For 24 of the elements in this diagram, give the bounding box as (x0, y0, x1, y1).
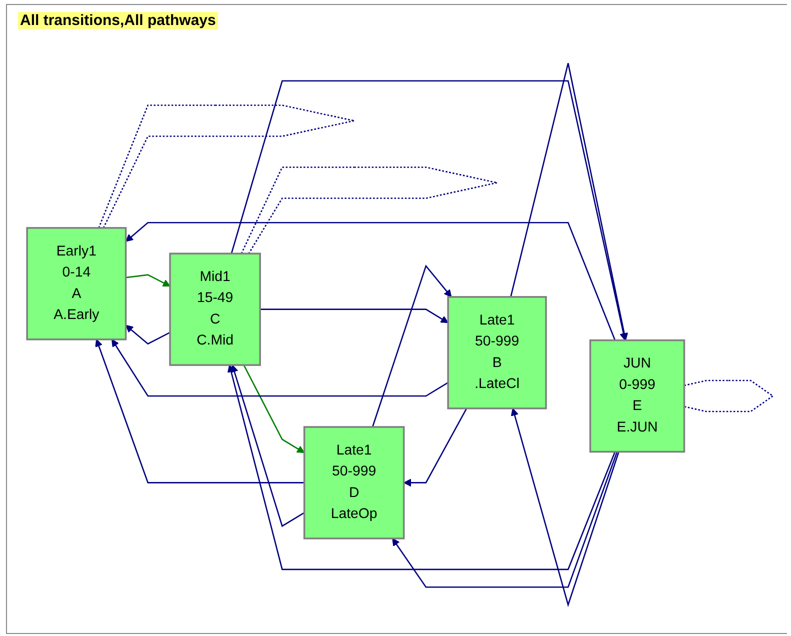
arrow (126, 274, 170, 287)
arrow (125, 324, 170, 345)
connector (240, 166, 498, 254)
node-box: Late1 50-999 D LateOp (303, 426, 405, 540)
connector (684, 380, 774, 412)
node-box: Early1 0-14 A A.Early (26, 227, 127, 340)
diagram-title: All transitions,All pathways (18, 12, 218, 29)
arrow (510, 62, 628, 341)
arrow (230, 364, 305, 528)
node-box: Late1 50-999 B .LateCl (447, 296, 547, 410)
arrow (125, 222, 616, 341)
arrow (392, 452, 618, 588)
arrow (230, 80, 628, 341)
arrow (510, 408, 620, 608)
node-box: Mid1 15-49 C C.Mid (169, 252, 261, 366)
node-box: JUN 0-999 E E.JUN (589, 339, 686, 453)
arrow (243, 364, 305, 454)
arrow (95, 339, 304, 484)
arrow (227, 364, 616, 570)
arrow (403, 408, 468, 487)
arrow (372, 264, 452, 428)
arrow (112, 339, 448, 397)
arrow (260, 308, 448, 324)
connector (98, 104, 354, 228)
